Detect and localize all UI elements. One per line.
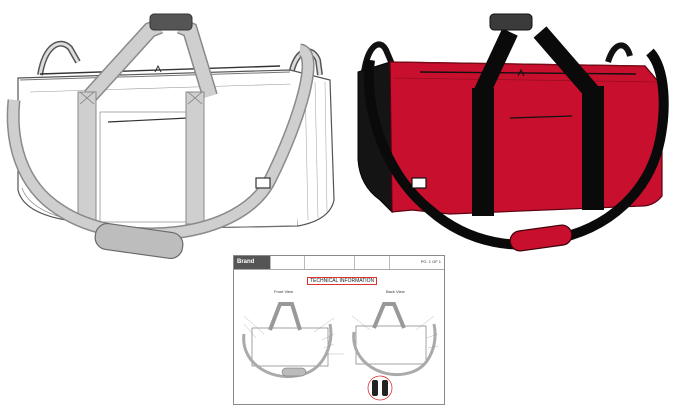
tech-sheet-header: Brand PG. 1 OF 1 bbox=[234, 256, 444, 270]
brand-label: Brand bbox=[234, 256, 270, 269]
tech-sheet-drawing-icon bbox=[242, 302, 439, 401]
back-view-label: Back View bbox=[386, 289, 405, 294]
header-cell bbox=[389, 256, 416, 269]
page-number: PG. 1 OF 1 bbox=[420, 259, 441, 264]
header-cell bbox=[270, 256, 304, 269]
duffel-bag-red-icon bbox=[357, 13, 669, 252]
header-cell bbox=[304, 256, 354, 269]
header-cell bbox=[354, 256, 389, 269]
front-view-label: Front View bbox=[274, 289, 294, 294]
tech-info-title: TECHNICAL INFORMATION bbox=[307, 277, 378, 285]
duffel-bag-outline-icon bbox=[6, 13, 335, 260]
tech-sheet: Brand PG. 1 OF 1 TECHNICAL INFORMATION F… bbox=[233, 255, 445, 405]
